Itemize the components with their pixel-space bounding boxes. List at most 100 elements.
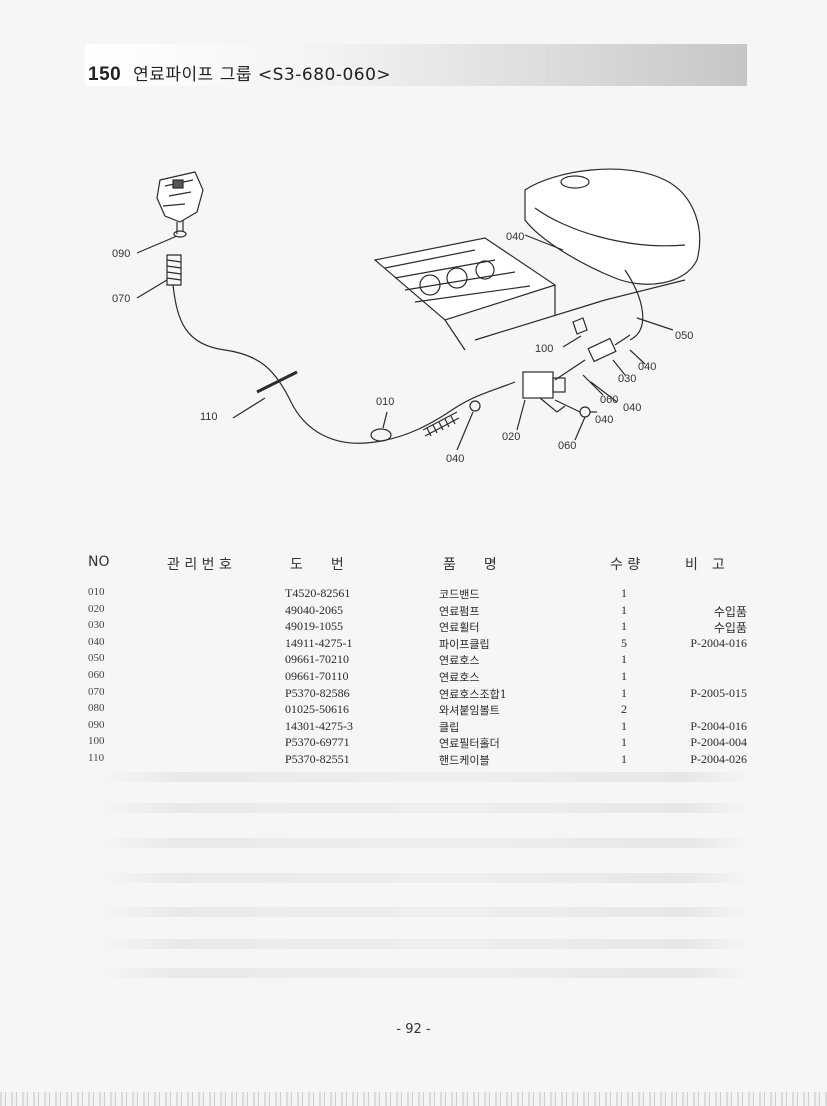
row-no: 110	[88, 752, 105, 764]
header-part-name: 품 명	[443, 557, 497, 573]
header-remarks: 비 고	[685, 557, 725, 573]
row-remark: P-2004-004	[690, 735, 747, 750]
fuel-pipe-diagram	[136, 168, 701, 451]
print-smudge	[100, 873, 750, 883]
row-qty: 1	[621, 752, 627, 766]
row-remark: P-2005-015	[690, 685, 747, 700]
hose-spring	[166, 254, 182, 286]
group-title: 연료파이프 그룹 <S3-680-060>	[133, 65, 392, 85]
print-smudge	[100, 968, 750, 978]
row-drawing-no: P5370-69771	[285, 735, 350, 750]
row-remark: P-2004-026	[690, 752, 747, 766]
row-drawing-no: T4520-82561	[285, 586, 351, 600]
row-drawing-no: 09661-70210	[285, 652, 349, 667]
row-part-name: 연료호스조합1	[439, 687, 507, 701]
row-no: 090	[88, 718, 105, 731]
row-part-name: 핸드케이블	[439, 754, 490, 767]
callout-label: 020	[502, 431, 521, 443]
callout-label: 030	[618, 373, 637, 385]
table-row: 010 T4520-82561 코드밴드 1	[85, 586, 750, 602]
fuel-hose-line	[172, 284, 516, 444]
fuel-filter-illustration	[554, 334, 631, 381]
print-smudge	[100, 803, 750, 813]
scan-edge	[0, 1092, 827, 1106]
page-number: - 92 -	[396, 1022, 431, 1037]
header-drawing-no: 도 번	[290, 557, 344, 573]
row-part-name: 연료호스	[439, 654, 480, 668]
row-part-name: 와셔붙임볼트	[439, 704, 500, 718]
group-number: 150	[88, 64, 122, 85]
row-part-name: 연료휠터	[439, 621, 480, 635]
print-smudge	[100, 772, 750, 782]
header-qty: 수 량	[610, 557, 641, 573]
row-part-name: 코드밴드	[439, 588, 480, 601]
callout-label: 040	[446, 453, 465, 465]
row-drawing-no: P5370-82551	[285, 752, 350, 766]
callout-label: 090	[112, 248, 131, 260]
table-row: 070 P5370-82586 연료호스조합1 1 P-2005-015	[85, 686, 750, 702]
row-part-name: 연료호스	[439, 671, 480, 684]
row-drawing-no: 14911-4275-1	[285, 635, 353, 650]
header-no: NO	[88, 554, 110, 570]
table-row: 110 P5370-82551 핸드케이블 1 P-2004-026	[85, 752, 750, 768]
row-drawing-no: 09661-70110	[285, 669, 349, 683]
print-smudge	[100, 838, 750, 848]
callout-label: 110	[200, 411, 218, 423]
row-qty: 1	[621, 669, 627, 683]
row-drawing-no: P5370-82586	[285, 685, 350, 700]
print-smudge	[100, 939, 750, 949]
row-remark: 수입품	[713, 604, 747, 619]
row-remark: 수입품	[713, 621, 747, 636]
row-qty: 1	[621, 718, 627, 733]
header-management-no: 관 리 번 호	[167, 557, 232, 573]
row-drawing-no: 49019-1055	[285, 619, 343, 634]
callout-label: 040	[506, 231, 525, 243]
row-no: 010	[88, 586, 105, 598]
row-drawing-no: 01025-50616	[285, 702, 349, 717]
row-qty: 1	[621, 735, 627, 750]
row-no: 030	[88, 619, 105, 632]
row-no: 080	[88, 702, 105, 715]
callout-label: 050	[675, 330, 694, 342]
callout-label: 040	[595, 414, 614, 426]
fuel-pump-illustration	[522, 371, 566, 413]
table-row: 080 01025-50616 와셔붙임볼트 2	[85, 702, 750, 718]
print-smudge	[100, 907, 750, 917]
callout-label: 100	[535, 343, 554, 355]
table-row: 050 09661-70210 연료호스 1	[85, 652, 750, 668]
callout-label: 070	[112, 293, 131, 305]
callout-label: 060	[600, 394, 619, 406]
row-qty: 1	[621, 619, 627, 634]
row-qty: 1	[621, 602, 627, 617]
row-no: 040	[88, 635, 105, 648]
row-no: 100	[88, 735, 105, 748]
row-qty: 1	[621, 685, 627, 700]
row-no: 070	[88, 685, 105, 698]
cord-band	[370, 428, 392, 442]
hand-cable	[256, 370, 298, 394]
row-drawing-no: 14301-4275-3	[285, 718, 353, 733]
carburetor-illustration	[156, 171, 204, 238]
bolt-illustration	[554, 399, 591, 418]
row-qty: 2	[621, 702, 627, 717]
row-remark: P-2004-016	[690, 718, 747, 733]
row-part-name: 연료필터홀더	[439, 737, 500, 751]
fuel-tank-illustration	[524, 168, 701, 285]
row-no: 050	[88, 652, 105, 665]
row-qty: 5	[621, 635, 627, 650]
row-drawing-no: 49040-2065	[285, 602, 343, 617]
row-part-name: 연료펌프	[439, 604, 480, 618]
row-qty: 1	[621, 586, 627, 600]
page-title: 150 연료파이프 그룹 <S3-680-060>	[88, 60, 391, 86]
header-bar	[85, 44, 747, 86]
callout-label: 040	[638, 361, 657, 373]
table-row: 030 49019-1055 연료휠터 1 수입품	[85, 619, 750, 635]
row-qty: 1	[621, 652, 627, 667]
callout-label: 060	[558, 440, 577, 452]
callout-label: 010	[376, 396, 395, 408]
row-remark: P-2004-016	[690, 635, 747, 650]
